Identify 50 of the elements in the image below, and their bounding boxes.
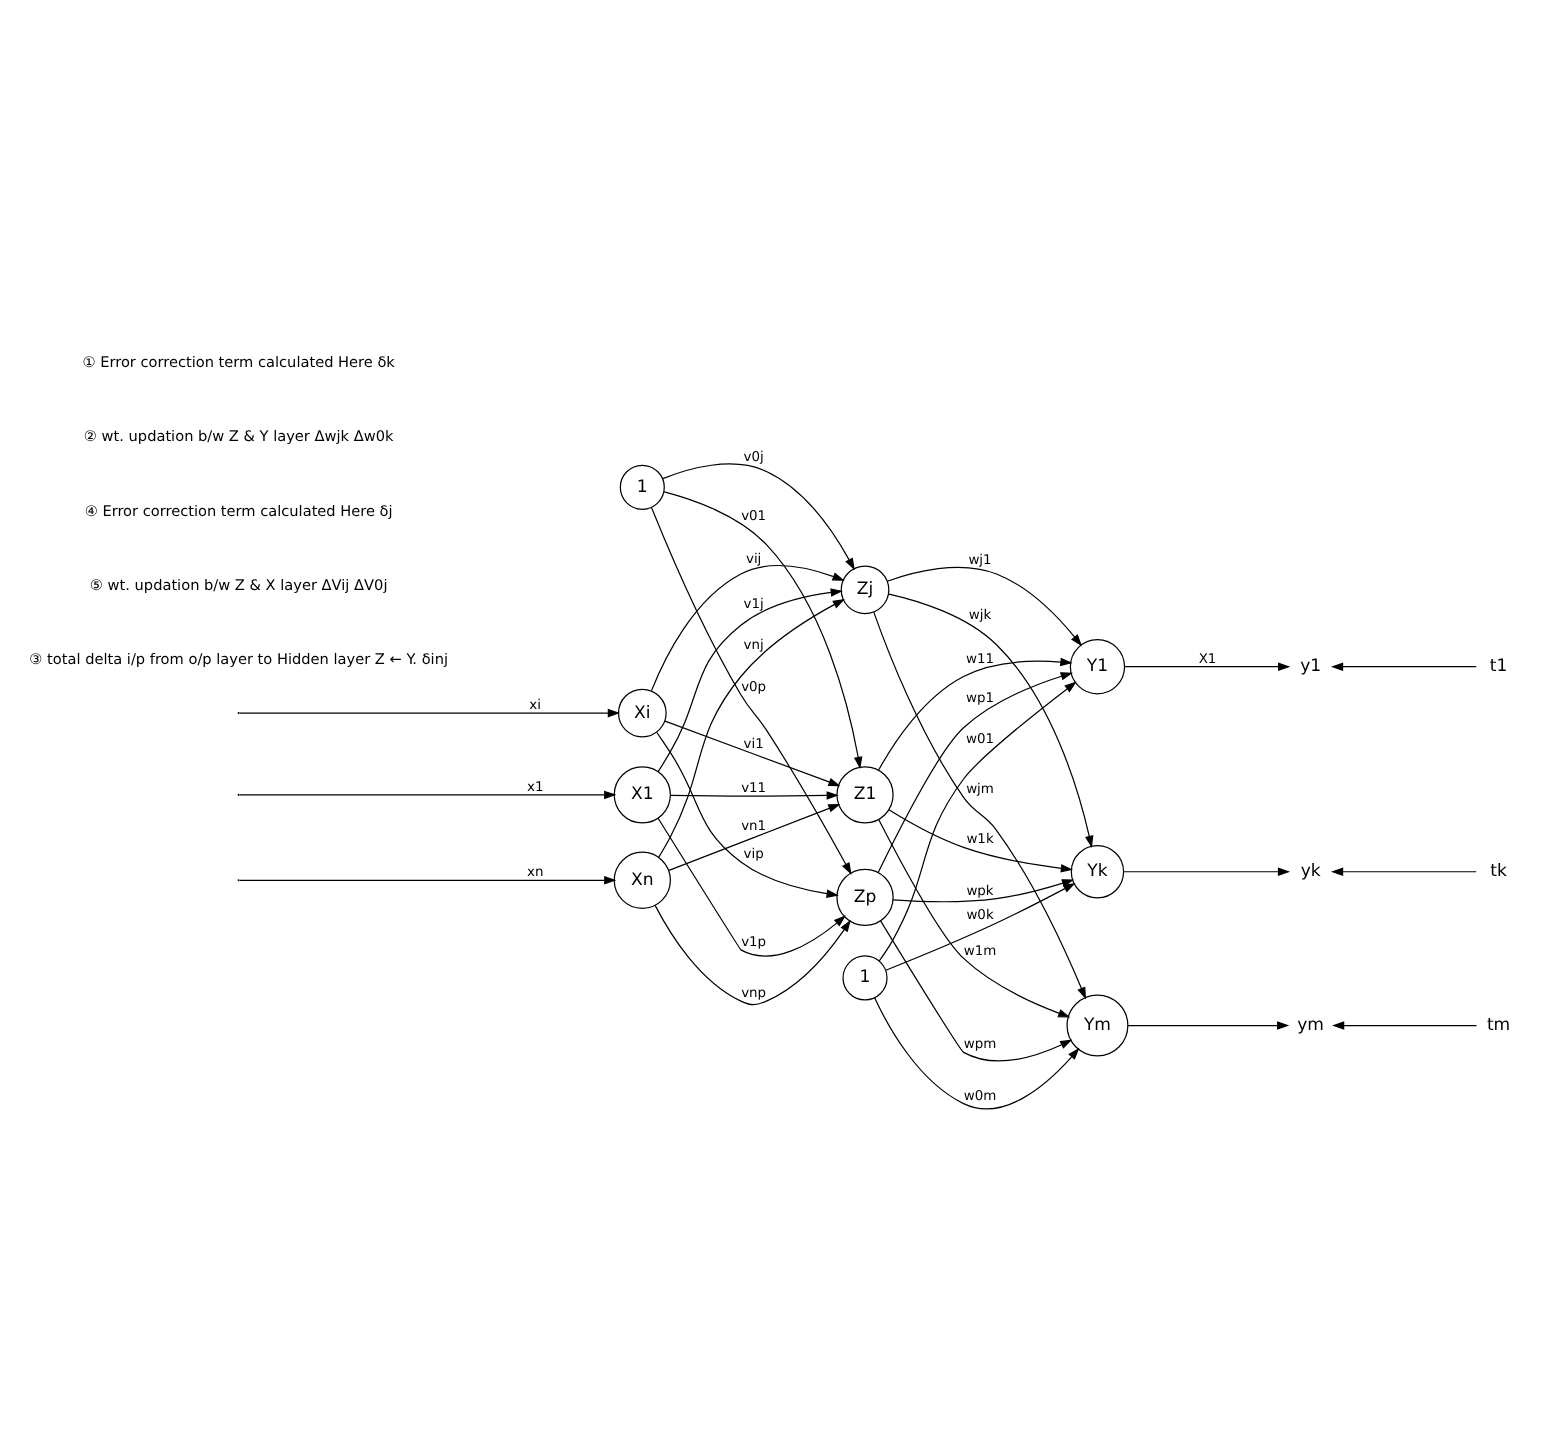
arrow	[873, 611, 1087, 1000]
arrow	[1330, 867, 1477, 877]
arrow	[877, 657, 1073, 771]
arrow	[650, 506, 852, 875]
arrow	[664, 720, 841, 787]
arrow	[886, 566, 1082, 647]
arrow	[874, 997, 1080, 1110]
arrow	[885, 883, 1076, 971]
arrow	[877, 672, 1073, 874]
node-circle: Xn	[613, 851, 671, 909]
arrow	[239, 790, 617, 800]
arrow	[669, 791, 839, 800]
arrow	[667, 803, 841, 872]
arrow	[657, 817, 846, 957]
arrow	[662, 463, 855, 571]
node-circle: 1	[619, 464, 665, 510]
arrow	[239, 708, 620, 718]
arrow	[239, 876, 617, 885]
arrow	[879, 920, 1073, 1062]
arrow	[656, 731, 839, 898]
node-circle: Yk	[1070, 845, 1125, 899]
arrow	[877, 818, 1071, 1018]
node-circle: Zp	[836, 868, 894, 927]
node-circle: X1	[613, 766, 671, 824]
arrow	[1123, 662, 1291, 671]
node-circle: Z1	[836, 766, 894, 824]
arrow	[1332, 1021, 1478, 1030]
node-circle: Y1	[1069, 639, 1126, 695]
arrow	[888, 809, 1074, 873]
arrow	[657, 588, 843, 773]
arrow	[1123, 867, 1291, 877]
node-circle: Zj	[840, 565, 890, 615]
arrow	[654, 904, 851, 1006]
arrow	[1127, 1021, 1290, 1030]
node-text: t1	[1489, 657, 1508, 678]
node-circle: 1	[842, 955, 888, 1001]
arrow	[650, 565, 845, 692]
node-text: yk	[1300, 862, 1321, 883]
arrow	[878, 681, 1077, 962]
node-circle: Ym	[1066, 994, 1129, 1057]
arrow	[1330, 662, 1477, 671]
arrow	[892, 879, 1075, 903]
node-circle: Xi	[617, 688, 667, 738]
arrow	[657, 598, 845, 859]
node-text: y1	[1300, 657, 1322, 678]
node-text: ym	[1297, 1016, 1325, 1037]
node-text: tk	[1490, 862, 1507, 883]
node-text: tm	[1486, 1016, 1511, 1037]
arrow	[888, 593, 1094, 848]
arrow	[663, 491, 863, 770]
